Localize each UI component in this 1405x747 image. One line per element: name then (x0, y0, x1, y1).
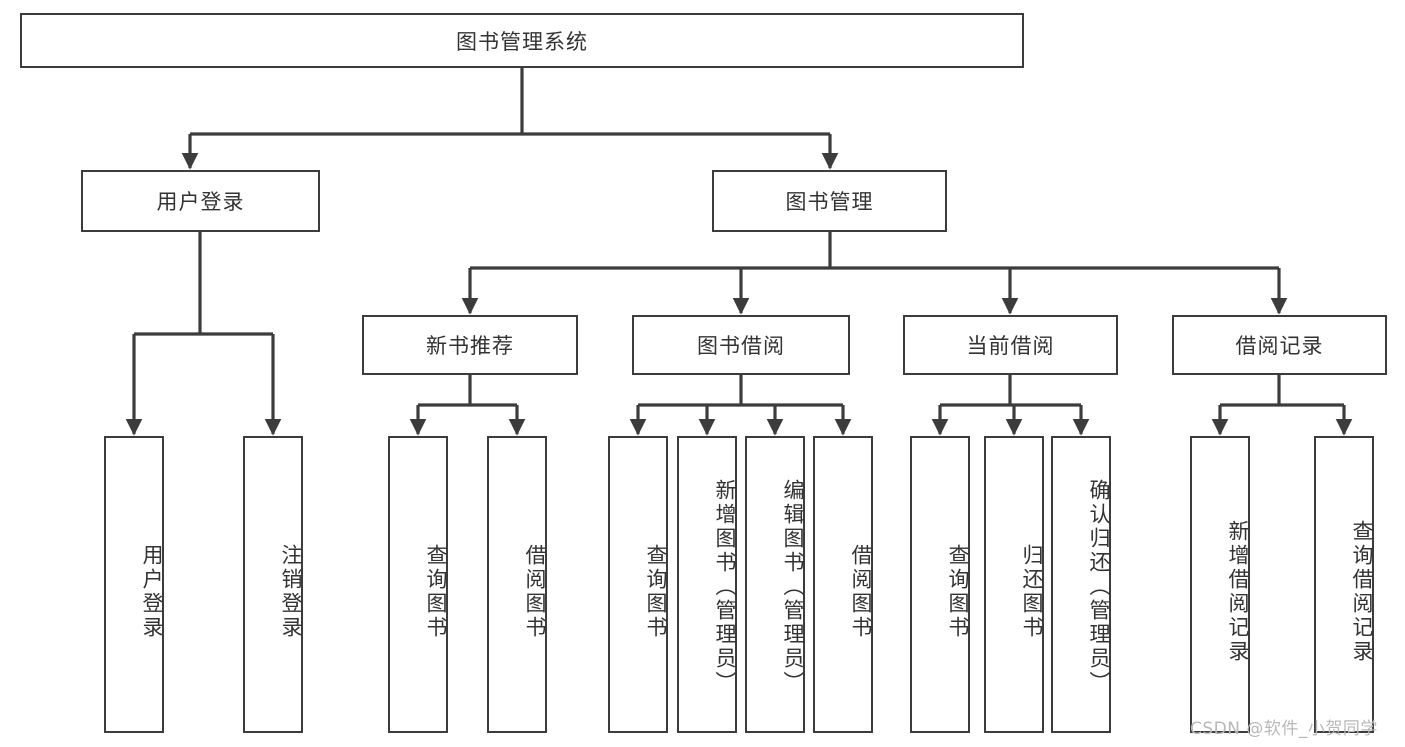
leaf-query-book-newbook[interactable]: 查询图书 (388, 436, 448, 733)
leaf-edit-book-admin[interactable]: 编辑图书（管理员） (745, 436, 805, 733)
leaf-query-borrow-record[interactable]: 查询借阅记录 (1314, 436, 1374, 733)
watermark: CSDN @软件_小贺同学 (1190, 719, 1378, 739)
node-book-management[interactable]: 图书管理 (712, 170, 947, 232)
leaf-borrow-book[interactable]: 借阅图书 (813, 436, 873, 733)
leaf-add-book-admin[interactable]: 新增图书（管理员） (677, 436, 737, 733)
node-current-borrow[interactable]: 当前借阅 (903, 315, 1118, 375)
leaf-query-book-borrow[interactable]: 查询图书 (608, 436, 668, 733)
node-book-borrow[interactable]: 图书借阅 (632, 315, 850, 375)
leaf-return-book[interactable]: 归还图书 (984, 436, 1044, 733)
leaf-logout[interactable]: 注销登录 (243, 436, 303, 733)
leaf-query-book-current[interactable]: 查询图书 (910, 436, 970, 733)
node-borrow-record[interactable]: 借阅记录 (1172, 315, 1387, 375)
node-new-book-recommend[interactable]: 新书推荐 (362, 315, 578, 375)
leaf-confirm-return-admin[interactable]: 确认归还（管理员） (1051, 436, 1111, 733)
node-user-login[interactable]: 用户登录 (81, 170, 320, 232)
leaf-add-borrow-record[interactable]: 新增借阅记录 (1190, 436, 1250, 733)
leaf-user-login[interactable]: 用户登录 (104, 436, 164, 733)
node-root[interactable]: 图书管理系统 (20, 13, 1024, 68)
leaf-borrow-book-newbook[interactable]: 借阅图书 (487, 436, 547, 733)
